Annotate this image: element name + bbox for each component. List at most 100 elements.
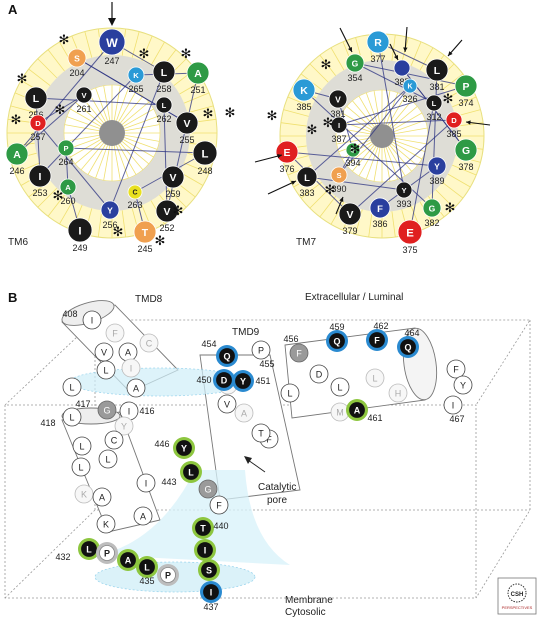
svg-text:I: I <box>338 121 340 130</box>
residue-G: G <box>198 479 218 499</box>
svg-text:F: F <box>266 435 272 445</box>
svg-text:A: A <box>194 69 202 80</box>
svg-text:L: L <box>144 563 150 573</box>
svg-text:D: D <box>221 376 228 386</box>
svg-text:437: 437 <box>203 602 218 612</box>
svg-text:R: R <box>374 38 382 49</box>
svg-text:T: T <box>200 524 206 534</box>
svg-text:Y: Y <box>107 205 113 215</box>
svg-text:389: 389 <box>429 176 444 186</box>
residue-F: F <box>209 495 229 515</box>
svg-text:W: W <box>106 36 118 50</box>
svg-text:L: L <box>287 389 292 399</box>
asterisk-icon: ✻ <box>181 46 192 61</box>
svg-text:455: 455 <box>259 359 274 369</box>
svg-text:259: 259 <box>165 189 180 199</box>
arrow-icons <box>254 26 491 215</box>
svg-text:A: A <box>65 183 71 192</box>
residue-unlabeled-385: 385 <box>393 59 411 87</box>
svg-text:V: V <box>170 173 177 184</box>
svg-text:E: E <box>284 148 291 159</box>
svg-text:I: I <box>39 172 42 183</box>
residue-L: L <box>71 457 91 477</box>
residue-K-385: K 385 <box>292 78 316 112</box>
residue-P: P <box>157 564 179 586</box>
svg-text:443: 443 <box>161 477 176 487</box>
cytosolic-label: Cytosolic <box>285 607 326 618</box>
svg-text:255: 255 <box>179 135 194 145</box>
svg-text:T: T <box>258 429 264 439</box>
svg-text:L: L <box>161 68 168 79</box>
logo-text: CSH <box>511 592 524 598</box>
residue-A: A <box>234 403 254 423</box>
asterisk-icon: ✻ <box>53 188 64 203</box>
svg-text:A: A <box>125 556 132 566</box>
svg-text:S: S <box>336 171 341 180</box>
asterisk-icon: ✻ <box>11 112 22 127</box>
asterisk-icon: ✻ <box>203 106 214 121</box>
residue-I: I <box>194 539 216 561</box>
svg-text:A: A <box>13 150 21 161</box>
svg-text:312: 312 <box>426 112 441 122</box>
svg-text:K: K <box>81 490 87 500</box>
residue-L: L <box>280 383 300 403</box>
svg-text:L: L <box>188 468 194 478</box>
svg-text:L: L <box>105 455 110 465</box>
svg-text:I: I <box>452 401 455 411</box>
svg-text:F: F <box>112 329 118 339</box>
svg-text:L: L <box>79 442 84 452</box>
svg-text:385: 385 <box>296 102 311 112</box>
svg-text:354: 354 <box>347 73 362 83</box>
asterisk-icon: ✻ <box>113 224 124 239</box>
svg-text:387: 387 <box>331 134 346 144</box>
svg-text:382: 382 <box>424 218 439 228</box>
svg-text:467: 467 <box>449 414 464 424</box>
svg-text:376: 376 <box>279 164 294 174</box>
residue-V: V <box>94 342 114 362</box>
svg-text:446: 446 <box>154 439 169 449</box>
residue-F: F <box>446 359 466 379</box>
residue-Y: Y <box>114 416 134 436</box>
svg-text:204: 204 <box>69 68 84 78</box>
svg-text:L: L <box>372 374 377 384</box>
svg-text:435: 435 <box>139 576 154 586</box>
svg-text:F: F <box>453 365 459 375</box>
svg-text:S: S <box>74 53 80 63</box>
svg-text:262: 262 <box>156 114 171 124</box>
svg-text:374: 374 <box>458 98 473 108</box>
svg-text:K: K <box>300 86 308 97</box>
svg-text:D: D <box>316 370 323 380</box>
residue-T: T <box>251 423 271 443</box>
asterisk-icon: ✻ <box>350 141 361 156</box>
svg-text:375: 375 <box>402 245 417 255</box>
panel-a-label: A <box>8 2 18 17</box>
residue-C: C <box>104 430 124 450</box>
svg-text:256: 256 <box>102 220 117 230</box>
svg-text:432: 432 <box>55 552 70 562</box>
tmd8-label: TMD8 <box>135 294 163 305</box>
svg-text:P: P <box>104 549 110 559</box>
wheel-title: TM6 <box>8 237 28 248</box>
svg-text:265: 265 <box>128 84 143 94</box>
